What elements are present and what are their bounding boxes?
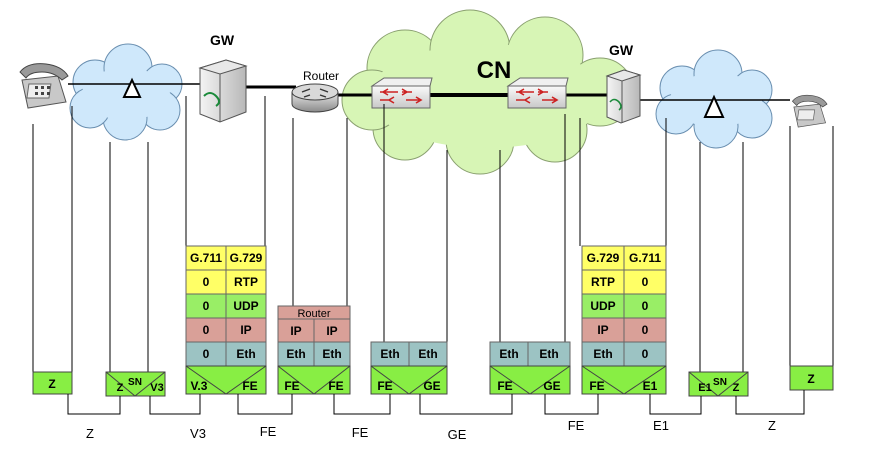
telephone-icon [19, 63, 69, 109]
proto-ip: IP [290, 324, 301, 338]
proto-ip: IP [326, 324, 337, 338]
svg-text:V.3: V.3 [191, 379, 208, 393]
proto-g729: G.729 [230, 251, 263, 265]
svg-text:Z: Z [48, 377, 55, 391]
proto-eth: Eth [593, 347, 612, 361]
proto-eth: Eth [418, 347, 437, 361]
svg-text:Z: Z [733, 382, 740, 394]
bottom-links [67, 390, 805, 415]
proto-null: 0 [642, 275, 649, 289]
proto-g711: G.711 [629, 251, 661, 265]
svg-text:Z: Z [117, 382, 124, 394]
svg-text:E1: E1 [643, 379, 658, 393]
sn-left-icon [122, 77, 142, 98]
proto-eth: Eth [380, 347, 399, 361]
svg-text:Z: Z [807, 372, 814, 386]
iface-z-left: Z [32, 371, 73, 395]
proto-null: 0 [642, 299, 649, 313]
iface-sn-right: E1 SN Z [688, 371, 749, 397]
svg-text:SN: SN [713, 377, 727, 388]
proto-eth: Eth [499, 347, 518, 361]
proto-eth: Eth [539, 347, 558, 361]
switch-icon [506, 77, 569, 109]
proto-g729: G.729 [587, 251, 620, 265]
link-label: Z [86, 426, 94, 441]
link-label: E1 [653, 418, 669, 433]
svg-text:GE: GE [543, 379, 560, 393]
proto-null: 0 [642, 347, 649, 361]
link-label: FE [568, 418, 585, 433]
router-stack: Router IP IP Eth Eth [277, 305, 351, 367]
switch-left-stack: Eth Eth [370, 341, 448, 367]
switch-icon [370, 77, 433, 109]
gateway-icon [198, 59, 248, 123]
iface-gw-right: FE E1 [581, 365, 667, 395]
link-label: Z [768, 418, 776, 433]
gateway-icon [605, 69, 642, 124]
proto-null: 0 [203, 323, 210, 337]
proto-eth: Eth [236, 347, 255, 361]
proto-udp: UDP [233, 299, 258, 313]
svg-text:E1: E1 [698, 382, 711, 394]
telephone-icon [791, 94, 828, 128]
proto-null: 0 [203, 299, 210, 313]
switch-right-stack: Eth Eth [489, 341, 571, 367]
svg-text:SN: SN [128, 377, 142, 388]
proto-eth: Eth [322, 347, 341, 361]
proto-ip: IP [240, 323, 251, 337]
svg-text:GE: GE [423, 379, 440, 393]
vertical-drops [32, 96, 834, 372]
svg-text:FE: FE [242, 379, 257, 393]
router-stack-header: Router [297, 308, 330, 320]
proto-ip: IP [597, 323, 608, 337]
link-label: V3 [190, 426, 206, 441]
iface-switch-right: FE GE [489, 365, 571, 395]
iface-sn-left: Z SN V3 [105, 371, 166, 397]
sn-right-icon [703, 94, 725, 118]
gw-right-stack: G.729 G.711 RTP 0 UDP 0 IP 0 Eth 0 [581, 245, 667, 367]
svg-text:FE: FE [328, 379, 343, 393]
proto-null: 0 [203, 275, 210, 289]
link-label: GE [448, 427, 467, 442]
access-cloud-right [655, 49, 773, 149]
iface-switch-left: FE GE [370, 365, 448, 395]
svg-text:FE: FE [284, 379, 299, 393]
router-label: Router [303, 69, 339, 83]
gw-left-label: GW [210, 32, 235, 48]
link-label: FE [352, 425, 369, 440]
proto-null: 0 [642, 323, 649, 337]
cn-label: CN [477, 57, 512, 84]
proto-null: 0 [203, 347, 210, 361]
iface-gw-left: V.3 FE [185, 365, 267, 395]
proto-eth: Eth [286, 347, 305, 361]
svg-text:FE: FE [377, 379, 392, 393]
svg-text:FE: FE [589, 379, 604, 393]
iface-z-right: Z [789, 365, 834, 391]
proto-rtp: RTP [234, 275, 258, 289]
svg-text:FE: FE [497, 379, 512, 393]
link-labels: Z V3 FE FE GE FE E1 Z [86, 418, 776, 442]
proto-rtp: RTP [591, 275, 615, 289]
iface-router: FE FE [277, 365, 351, 395]
svg-text:V3: V3 [150, 382, 163, 394]
router-icon [291, 83, 339, 113]
gw-left-stack: G.711 G.729 0 RTP 0 UDP 0 IP 0 Eth [185, 245, 267, 367]
connection-lines [68, 83, 790, 101]
link-label: FE [260, 424, 277, 439]
gw-right-label: GW [609, 42, 634, 58]
proto-udp: UDP [590, 299, 615, 313]
proto-g711: G.711 [190, 251, 222, 265]
